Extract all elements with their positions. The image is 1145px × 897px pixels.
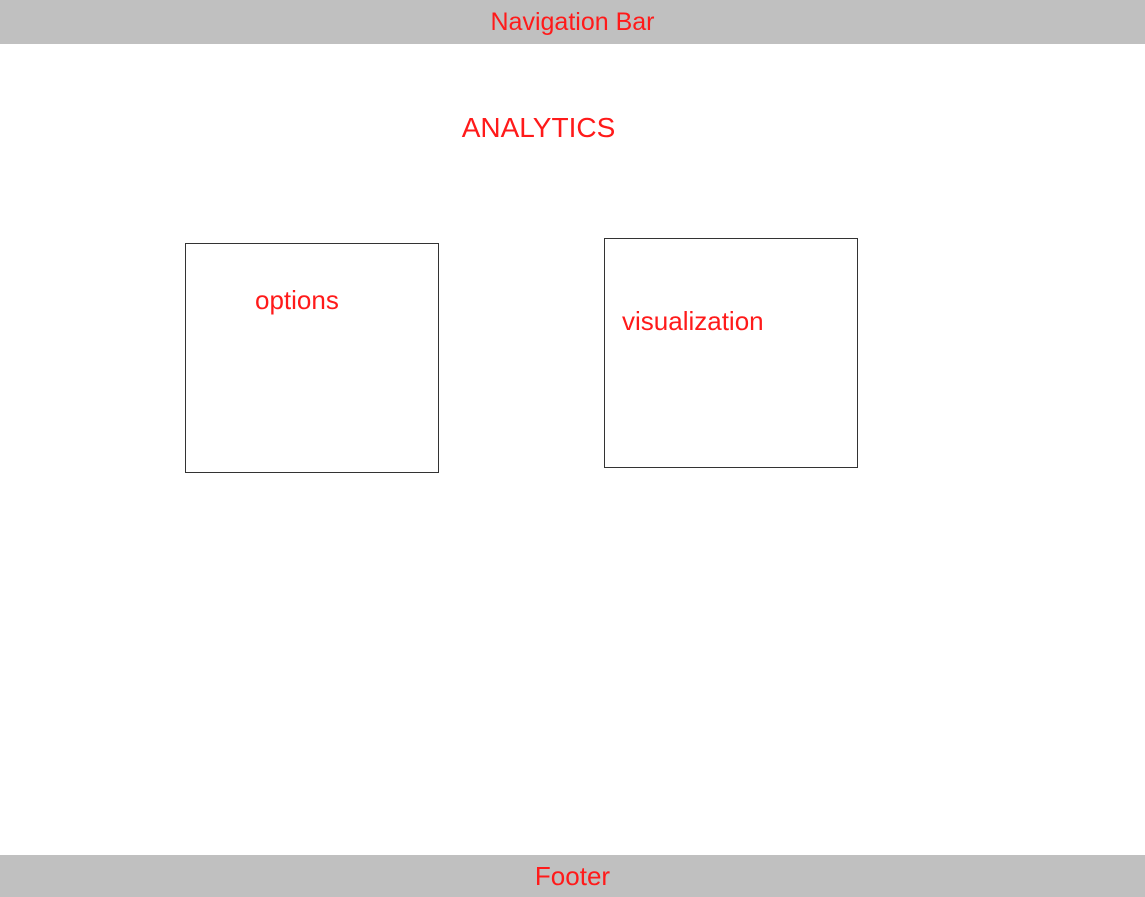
navigation-bar[interactable]: Navigation Bar <box>0 0 1145 44</box>
options-panel[interactable]: options <box>185 243 439 473</box>
visualization-panel[interactable]: visualization <box>604 238 858 468</box>
footer: Footer <box>0 855 1145 897</box>
footer-label: Footer <box>534 861 611 891</box>
page-title: ANALYTICS <box>461 112 616 143</box>
options-panel-label: options <box>255 285 339 315</box>
visualization-panel-label: visualization <box>622 306 764 336</box>
navigation-bar-label: Navigation Bar <box>490 8 655 36</box>
